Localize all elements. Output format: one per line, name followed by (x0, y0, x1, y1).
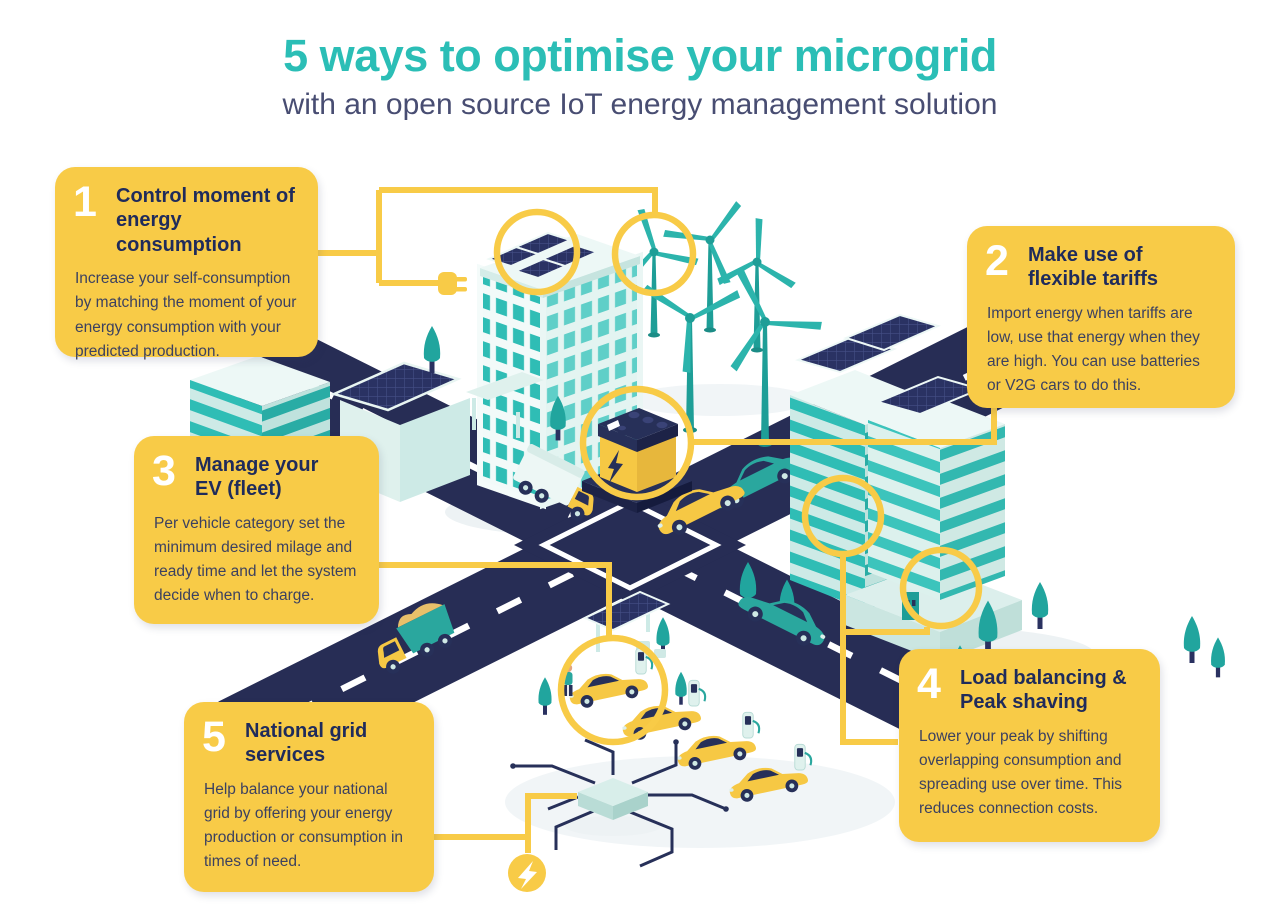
callout-4-body: Lower your peak by shifting overlapping … (919, 727, 1123, 818)
callout-5: 5 National grid services Help balance yo… (184, 702, 434, 892)
callout-4: 4 Load balancing & Peak shaving Lower yo… (899, 649, 1160, 842)
connector-4 (840, 554, 930, 745)
highlight-grid-connection (899, 546, 983, 630)
callout-2: 2 Make use of flexible tariffs Import en… (967, 226, 1235, 408)
callout-5-title: National grid services (245, 720, 368, 767)
connector-1 (317, 187, 658, 286)
lightning-icon (508, 854, 546, 892)
callout-1: 1 Control moment of energy consumption I… (55, 167, 318, 360)
highlight-building-load (801, 474, 885, 558)
awning (466, 372, 544, 438)
callout-1-body: Increase your self-consumption by matchi… (75, 270, 297, 360)
callout-4-number: 4 (917, 660, 941, 708)
page-subtitle: with an open source IoT energy managemen… (282, 88, 998, 121)
highlight-rooftop-solar (493, 208, 581, 296)
highlight-wind-turbines (611, 211, 697, 297)
callout-5-number: 5 (202, 713, 226, 761)
callout-2-body: Import energy when tariffs are low, use … (987, 304, 1200, 395)
callout-3: 3 Manage your EV (fleet) Per vehicle cat… (134, 436, 379, 624)
connector-2 (691, 408, 997, 445)
callout-2-number: 2 (985, 237, 1009, 285)
solar-panel-icon (330, 361, 462, 412)
connector-3 (378, 562, 612, 636)
callout-3-body: Per vehicle category set the minimum des… (154, 514, 357, 605)
callout-2-title: Make use of flexible tariffs (1028, 244, 1159, 291)
callout-1-title: Control moment of energy consumption (116, 185, 295, 256)
crosswalk (538, 499, 722, 591)
callout-3-number: 3 (152, 447, 176, 495)
page-header: 5 ways to optimise your microgrid with a… (0, 30, 1280, 122)
plug-icon (438, 272, 467, 295)
page-title: 5 ways to optimise your microgrid (283, 30, 997, 81)
highlight-circles (493, 208, 983, 746)
callout-3-title: Manage your EV (fleet) (195, 454, 319, 501)
callout-5-body: Help balance your national grid by offer… (204, 780, 404, 871)
callout-4-title: Load balancing & Peak shaving (960, 667, 1127, 714)
battery-bolt (608, 450, 623, 483)
battery-icon (582, 408, 692, 513)
solar-canopy (582, 590, 671, 658)
connectors (317, 187, 997, 853)
rooftop-solar-panels (486, 231, 600, 280)
connector-5 (434, 793, 577, 853)
highlight-battery (579, 385, 695, 501)
highlight-ev-charging (557, 634, 669, 746)
callout-1-number: 1 (73, 178, 97, 226)
building-left-solar (330, 361, 470, 502)
